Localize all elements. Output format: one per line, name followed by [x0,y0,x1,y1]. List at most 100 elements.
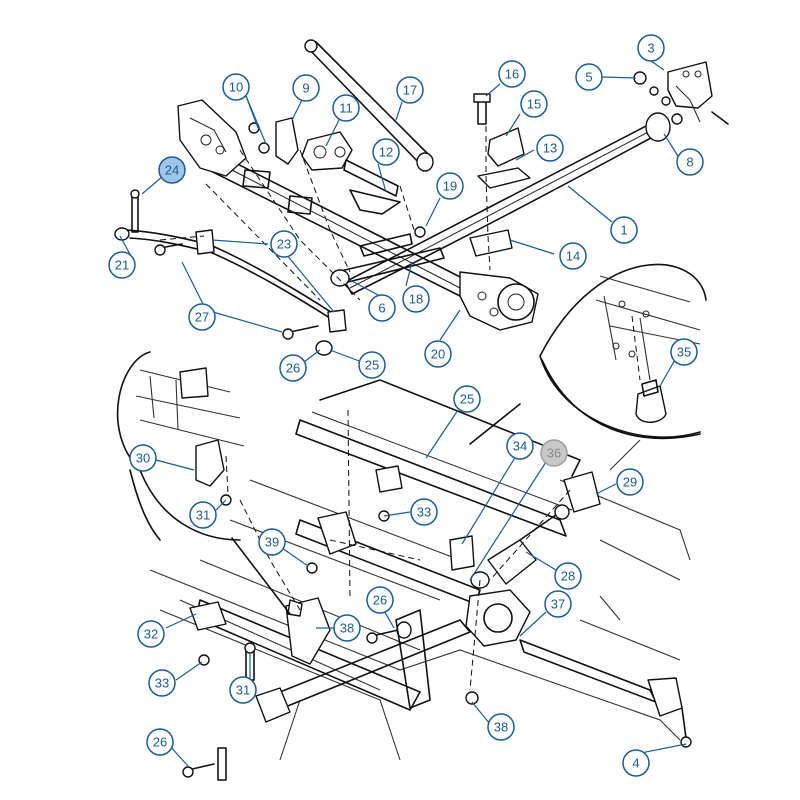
svg-text:38: 38 [340,621,354,636]
svg-text:18: 18 [409,292,423,307]
bolt-27b [289,325,319,333]
callout-21[interactable]: 21 [108,251,136,279]
bolt-16 [477,99,487,125]
bump-stop-detail-view [541,275,701,440]
callout-10[interactable]: 10 [222,73,250,101]
callout-39[interactable]: 39 [258,528,286,556]
callout-36[interactable]: 36 [540,439,568,467]
svg-text:28: 28 [561,569,575,584]
svg-text:26: 26 [286,361,300,376]
svg-text:6: 6 [378,301,385,316]
callout-27[interactable]: 27 [188,303,216,331]
upper-suspension-assembly [114,39,729,356]
callout-26-bottom[interactable]: 26 [146,728,174,756]
callout-26-middle[interactable]: 26 [366,586,394,614]
callout-29[interactable]: 29 [616,468,644,496]
callout-4[interactable]: 4 [622,749,650,777]
svg-text:19: 19 [443,179,457,194]
svg-text:16: 16 [505,67,519,82]
callout-28[interactable]: 28 [554,562,582,590]
svg-text:17: 17 [403,83,417,98]
upper-control-arm-bracket [301,131,353,171]
svg-text:29: 29 [623,475,637,490]
svg-text:12: 12 [379,145,393,160]
bracket-30 [195,439,225,487]
callout-33-frame[interactable]: 33 [410,498,438,526]
callout-25-frame[interactable]: 25 [453,385,481,413]
callout-12[interactable]: 12 [372,138,400,166]
callout-18[interactable]: 18 [402,285,430,313]
part-callouts: 1 3 4 5 6 8 9 10 11 12 13 14 15 16 17 18… [108,34,704,777]
svg-text:34: 34 [513,439,527,454]
callout-37[interactable]: 37 [544,590,572,618]
callout-3[interactable]: 3 [637,34,665,62]
left-axle-end [177,99,247,177]
svg-text:25: 25 [460,392,474,407]
callout-20[interactable]: 20 [424,340,452,368]
callout-34[interactable]: 34 [506,432,534,460]
callout-32[interactable]: 32 [137,620,165,648]
svg-text:20: 20 [431,347,445,362]
bracket-32 [189,601,227,631]
stabilizer-link [131,195,139,233]
upper-link [343,159,399,197]
svg-text:9: 9 [302,81,309,96]
shock-absorber [487,539,537,585]
spring-plate-lower [469,229,513,257]
callout-23[interactable]: 23 [270,230,298,258]
svg-text:37: 37 [551,597,565,612]
callout-30[interactable]: 30 [129,444,157,472]
callout-38-lower[interactable]: 38 [487,713,515,741]
svg-text:27: 27 [195,310,209,325]
svg-text:5: 5 [585,70,592,85]
right-axle-end [459,271,539,331]
callout-35[interactable]: 35 [670,338,698,366]
detail-outlines [116,263,707,615]
callout-9[interactable]: 9 [292,74,320,102]
svg-text:33: 33 [155,676,169,691]
lower-leaf-spring [519,639,657,703]
control-arm-bracket-39 [317,511,357,555]
callout-25-upper[interactable]: 25 [358,351,386,379]
callout-26-upper[interactable]: 26 [279,354,307,382]
mount-bracket-9 [275,117,299,165]
bushing-25 [315,340,333,356]
bump-stop [635,385,667,423]
svg-text:30: 30 [136,451,150,466]
callout-17[interactable]: 17 [396,76,424,104]
svg-text:25: 25 [365,358,379,373]
callout-19[interactable]: 19 [436,172,464,200]
callout-11[interactable]: 11 [332,94,360,122]
svg-text:21: 21 [115,258,129,273]
callout-24[interactable]: 24 [158,156,186,184]
callout-1[interactable]: 1 [610,216,638,244]
svg-text:14: 14 [566,249,580,264]
callout-31-lower[interactable]: 31 [229,676,257,704]
lower-frame-assembly [149,379,692,781]
callout-33-lower[interactable]: 33 [148,669,176,697]
callout-13[interactable]: 13 [536,134,564,162]
callout-5[interactable]: 5 [575,63,603,91]
callout-8[interactable]: 8 [676,148,704,176]
svg-text:32: 32 [144,627,158,642]
jounce-pad [487,127,525,167]
spring-plate-upper [477,167,531,189]
svg-text:13: 13 [543,141,557,156]
svg-text:36: 36 [547,446,561,461]
frame-rail [295,419,567,537]
shock-bracket [449,535,475,571]
callout-31-detail[interactable]: 31 [189,501,217,529]
svg-text:35: 35 [677,345,691,360]
svg-text:26: 26 [373,593,387,608]
callout-38-link[interactable]: 38 [333,614,361,642]
callout-15[interactable]: 15 [520,90,548,118]
svg-text:26: 26 [153,735,167,750]
callout-16[interactable]: 16 [498,60,526,88]
callout-14[interactable]: 14 [559,242,587,270]
callout-6[interactable]: 6 [368,294,396,322]
svg-text:10: 10 [229,80,243,95]
svg-text:31: 31 [196,508,210,523]
svg-text:23: 23 [277,237,291,252]
bracket-29 [563,471,601,513]
